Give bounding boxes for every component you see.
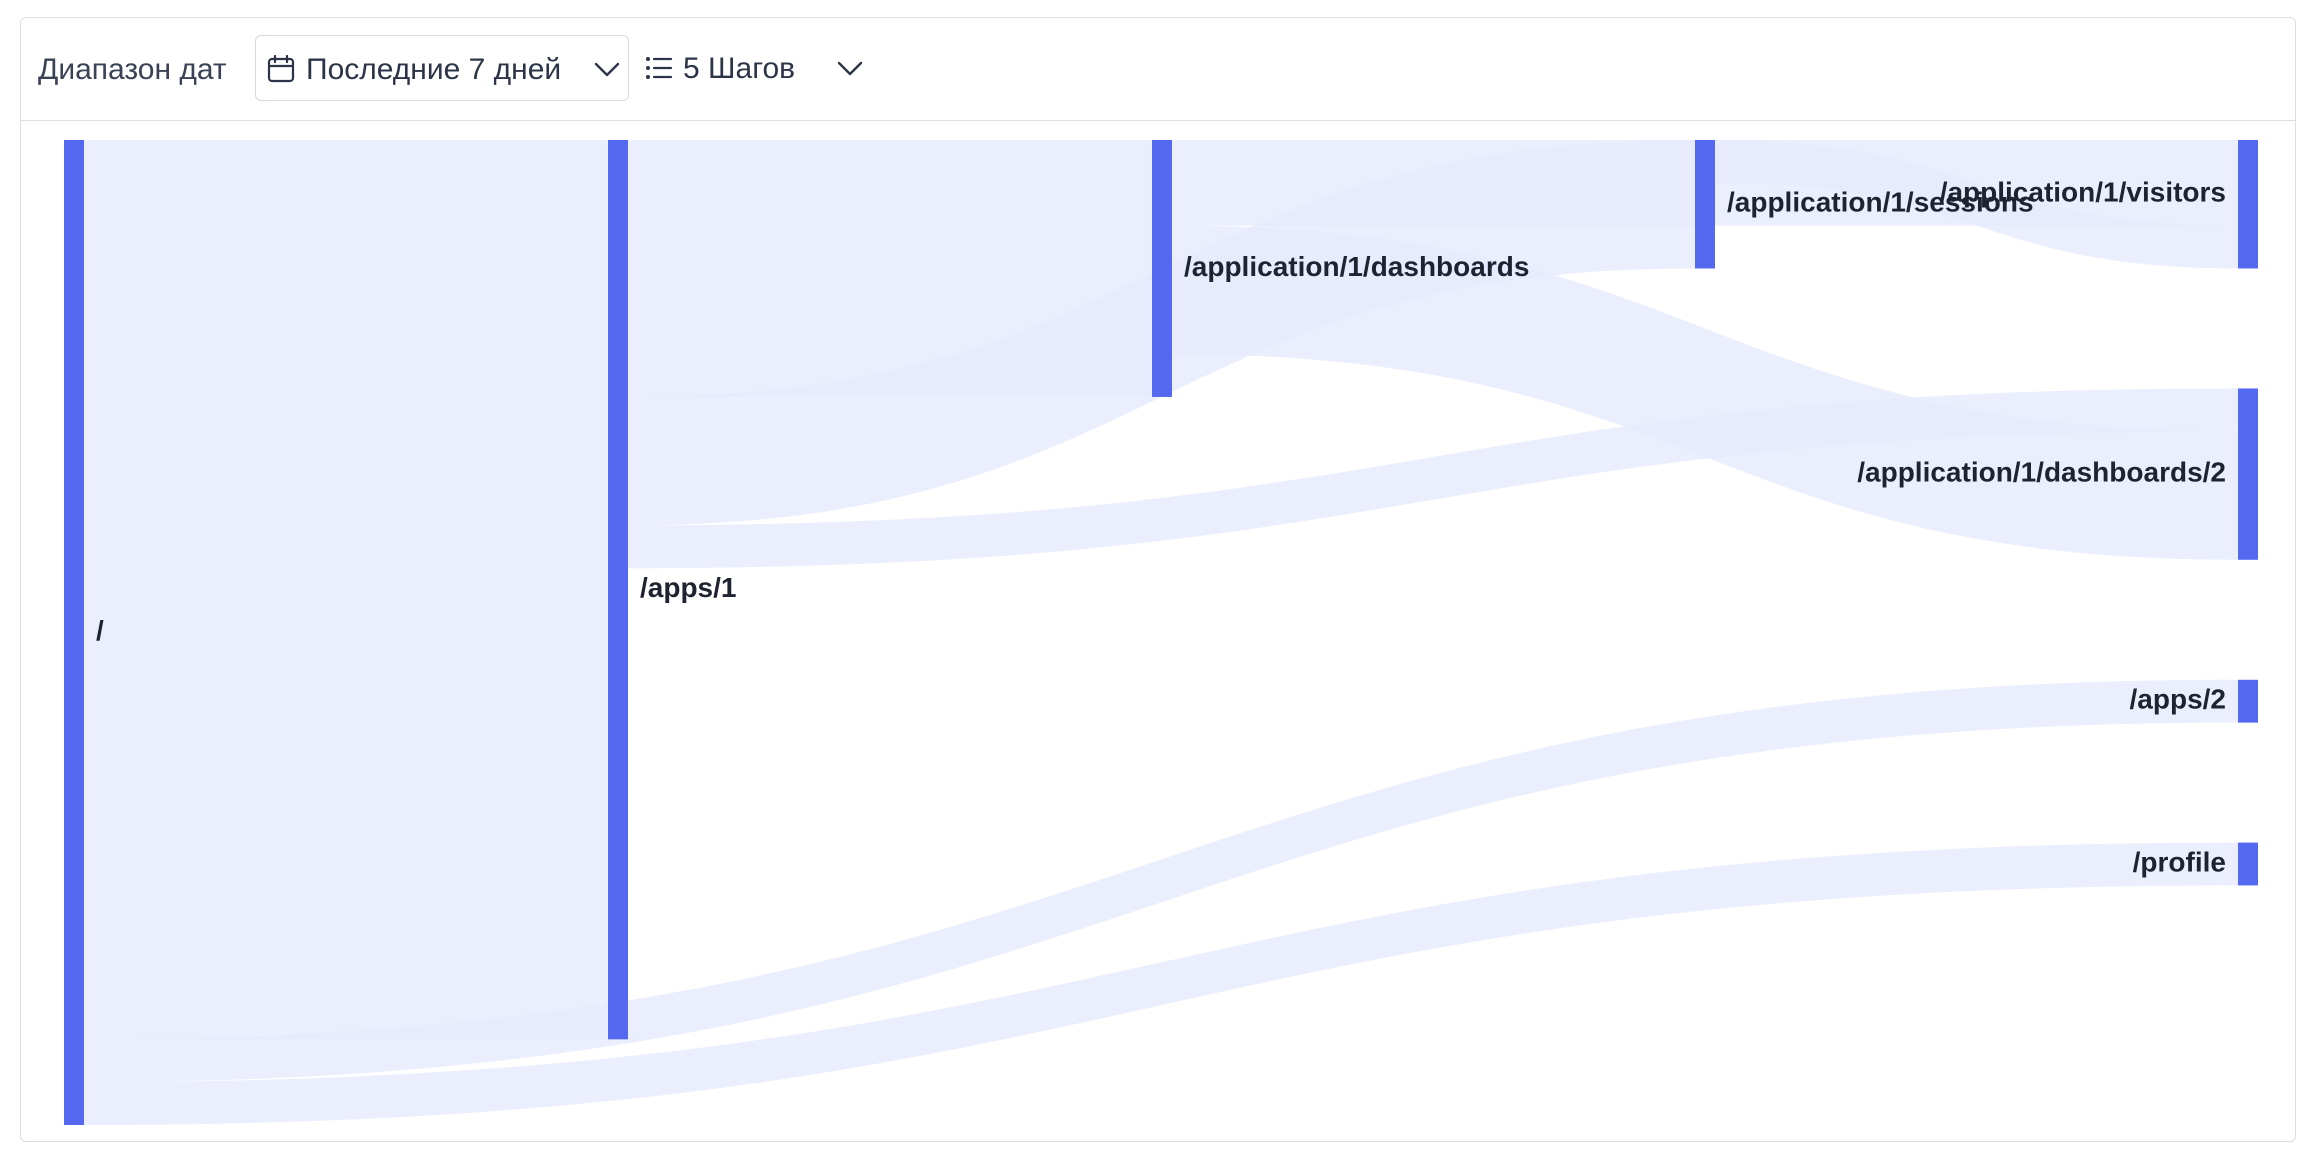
list-icon [646, 57, 673, 79]
sankey-node-visitors[interactable] [2238, 140, 2258, 269]
chevron-down-icon [594, 62, 620, 77]
sankey-label-visitors: /application/1/visitors [1940, 176, 2226, 207]
sankey-node-profile[interactable] [2238, 842, 2258, 886]
filter-toolbar: Диапазон дат Последние 7 дней 5 [21, 18, 2295, 121]
sankey-link-root-apps2[interactable] [84, 679, 2238, 1083]
sankey-label-apps1: /apps/1 [640, 572, 736, 603]
sankey-node-apps2[interactable] [2238, 679, 2258, 723]
sankey-link-dash-dash2[interactable] [1172, 225, 2238, 560]
steps-select[interactable]: 5 Шагов [639, 35, 879, 101]
sankey-node-sessions[interactable] [1695, 140, 1715, 269]
sankey-label-apps2: /apps/2 [2130, 684, 2226, 715]
chevron-down-icon [837, 61, 863, 76]
calendar-icon [267, 54, 295, 83]
sankey-labels: / /apps/1/application/1/dashboards/applic… [96, 176, 2226, 877]
sankey-nodes [64, 140, 2258, 1125]
sankey-label-profile: /profile [2133, 846, 2226, 877]
date-range-select[interactable]: Последние 7 дней [255, 35, 629, 101]
sankey-link-root-profile[interactable] [84, 842, 2238, 1125]
date-range-value: Последние 7 дней [306, 53, 562, 86]
sankey-link-sessions-visitors[interactable] [1715, 140, 2238, 269]
steps-value: 5 Шагов [683, 52, 796, 85]
sankey-link-root-apps1[interactable] [84, 140, 608, 1040]
sankey-node-root[interactable] [64, 140, 84, 1125]
sankey-node-apps1[interactable] [608, 140, 628, 1040]
sankey-label-dash: /application/1/dashboards [1184, 251, 1529, 282]
sankey-label-dash2: /application/1/dashboards/2 [1857, 457, 2226, 488]
sankey-node-dash[interactable] [1152, 140, 1172, 397]
sankey-label-sessions: /application/1/sessions [1727, 187, 2034, 218]
sankey-node-dash2[interactable] [2238, 388, 2258, 560]
date-range-label: Диапазон дат [38, 53, 227, 86]
sankey-label-root: / [96, 615, 104, 646]
